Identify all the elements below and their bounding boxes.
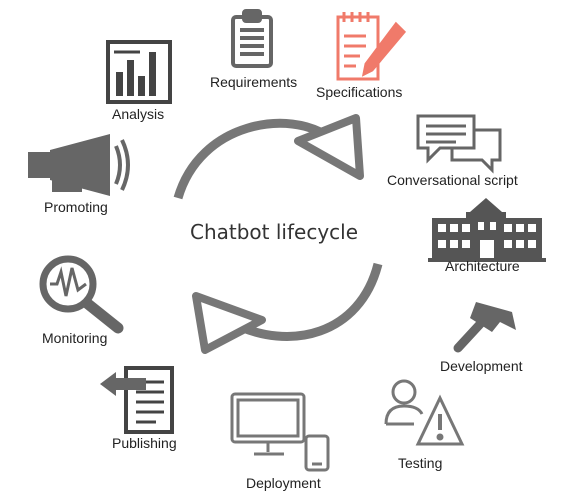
- cycle-arrow-bottom: [229, 262, 383, 341]
- stage-label-requirements: Requirements: [210, 74, 298, 90]
- chat-bubbles-icon: [416, 114, 502, 174]
- stage-label-testing: Testing: [398, 455, 443, 471]
- clipboard-icon: [231, 9, 273, 68]
- bar-chart-icon: [106, 40, 172, 104]
- stage-label-specifications: Specifications: [316, 84, 403, 100]
- diagram-title: Chatbot lifecycle: [190, 220, 359, 244]
- stage-label-analysis: Analysis: [112, 106, 165, 122]
- stage-label-monitoring: Monitoring: [42, 330, 108, 346]
- stage-label-development: Development: [440, 358, 523, 374]
- megaphone-icon: [28, 134, 130, 196]
- stage-label-architecture: Architecture: [445, 258, 520, 274]
- document-arrow-icon: [100, 366, 174, 434]
- cycle-arrowhead-top: [294, 114, 364, 180]
- cycle-arrow-top: [173, 118, 333, 200]
- hammer-icon: [453, 302, 516, 353]
- building-icon: [428, 198, 546, 262]
- magnifier-graph-icon: [39, 255, 124, 334]
- stage-label-deployment: Deployment: [246, 475, 321, 491]
- stage-label-conversational-script: Conversational script: [387, 172, 518, 188]
- monitor-tablet-icon: [230, 392, 330, 472]
- stage-label-publishing: Publishing: [112, 435, 177, 451]
- notepad-pencil-icon: [336, 12, 407, 81]
- user-warning-icon: [384, 379, 465, 446]
- cycle-arrowhead-bottom: [192, 292, 266, 354]
- stage-label-promoting: Promoting: [44, 199, 108, 215]
